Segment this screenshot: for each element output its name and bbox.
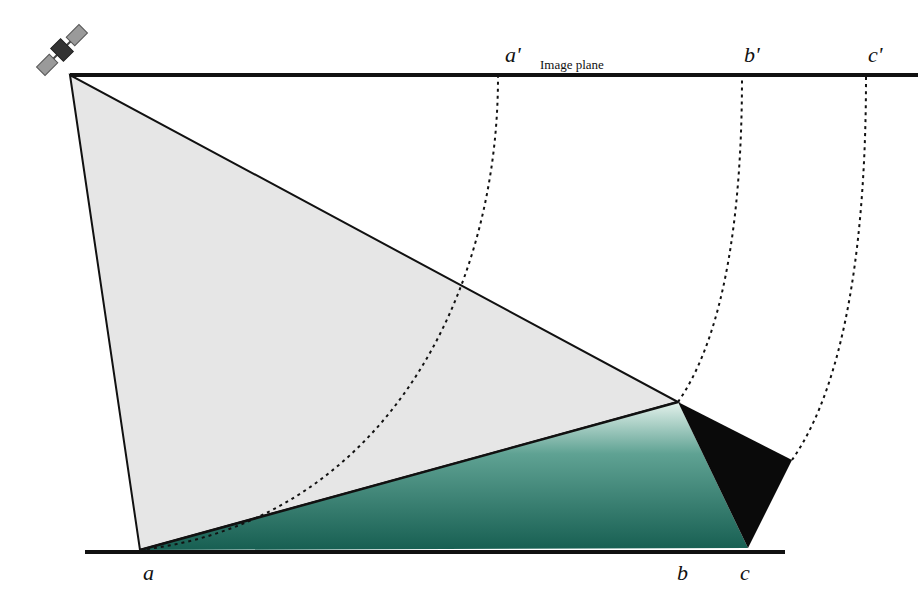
point-label: b [677, 562, 688, 584]
satellite-icon [34, 22, 89, 77]
mountain [140, 402, 748, 550]
shadow [678, 402, 792, 548]
point-label: c' [868, 44, 882, 66]
projection-arc [678, 77, 742, 402]
point-label: a' [505, 44, 521, 66]
projection-arc [792, 77, 866, 460]
point-label: a [143, 562, 154, 584]
mountain-slope [140, 402, 678, 550]
plane-label: Image plane [538, 58, 606, 71]
projection-arc [140, 77, 498, 550]
image-plane-line [70, 73, 918, 77]
point-label: b' [744, 44, 760, 66]
point-label: c [740, 562, 750, 584]
ground-line [85, 550, 785, 554]
